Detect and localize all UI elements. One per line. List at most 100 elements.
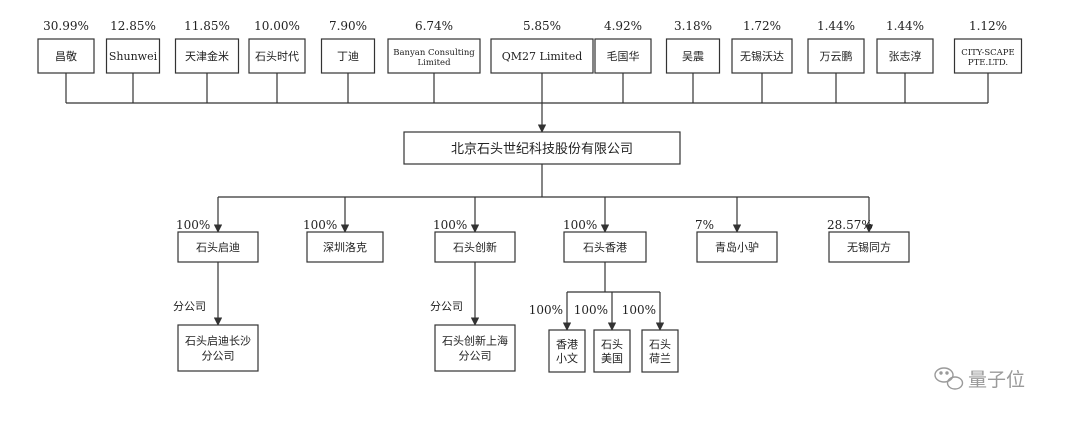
shareholder-percent: 1.44%	[817, 19, 855, 33]
subsidiary-box	[306, 231, 384, 263]
subsidiary-node: 100%深圳洛克	[303, 218, 384, 263]
shareholder-node: 1.44% 万云鹏	[807, 19, 865, 74]
shareholder-node: 11.85% 天津金米	[174, 19, 240, 74]
subsidiary-node: 7%青岛小驴	[695, 218, 778, 263]
hk-subsidiary-label: 石头	[601, 338, 623, 351]
shareholder-box	[490, 38, 594, 74]
shareholder-percent: 1.44%	[886, 19, 924, 33]
shareholder-node: 3.18% 吴震	[665, 19, 721, 74]
shareholder-box	[248, 38, 306, 74]
shareholder-box	[731, 38, 793, 74]
hk-subsidiary-box	[593, 329, 631, 373]
subsidiary-percent: 28.57%	[827, 218, 873, 232]
shareholder-label: 无锡沃达	[740, 49, 784, 63]
shareholder-box	[320, 38, 376, 74]
shareholder-node: 7.90% 丁迪	[320, 19, 376, 74]
shareholder-box	[665, 38, 721, 74]
branch-box	[434, 324, 516, 372]
branch-label: 分公司	[459, 350, 492, 363]
hk-subsidiary-label: 荷兰	[649, 352, 671, 365]
branch-box	[177, 324, 259, 372]
branch-label: 分公司	[173, 300, 206, 313]
subsidiary-box	[563, 231, 647, 263]
subsidiary-name: 石头创新	[453, 240, 497, 254]
shareholder-box	[37, 38, 95, 74]
company-name: 北京石头世纪科技股份有限公司	[451, 142, 633, 157]
subsidiary-percent: 100%	[176, 218, 210, 232]
shareholder-percent: 1.12%	[969, 19, 1007, 33]
shareholder-label: CITY-SCAPE	[961, 48, 1014, 58]
subsidiary-name: 青岛小驴	[715, 240, 759, 254]
shareholder-label: Limited	[417, 58, 451, 68]
shareholder-label: 昌敬	[55, 50, 77, 63]
shareholder-percent: 7.90%	[329, 19, 367, 33]
shareholder-percent: 10.00%	[254, 19, 300, 33]
shareholder-box	[387, 38, 481, 74]
subsidiary-box	[828, 231, 910, 263]
shareholder-box	[807, 38, 865, 74]
shareholder-node: 1.72% 无锡沃达	[731, 19, 793, 74]
subsidiary-node: 100%石头香港	[563, 218, 647, 263]
shareholder-percent: 11.85%	[184, 19, 230, 33]
subsidiary-percent: 100%	[433, 218, 467, 232]
subsidiary-percent: 100%	[563, 218, 597, 232]
shareholder-label: 吴震	[682, 50, 704, 63]
shareholder-node: 1.44% 张志淳	[876, 19, 934, 74]
watermark-text: 量子位	[968, 369, 1025, 391]
shareholder-label: 张志淳	[889, 49, 922, 63]
subsidiary-name: 深圳洛克	[323, 240, 367, 254]
subsidiary-node: 100% 石头启迪	[176, 218, 259, 263]
hk-subsidiary-percent: 100%	[622, 303, 656, 317]
shareholder-percent: 1.72%	[743, 19, 781, 33]
shareholder-label: 天津金米	[185, 49, 229, 63]
shareholder-box	[594, 38, 652, 74]
shareholder-label: 万云鹏	[820, 50, 853, 63]
shareholder-box	[174, 38, 240, 74]
shareholder-percent: 30.99%	[43, 19, 89, 33]
hk-subsidiary-box	[548, 329, 586, 373]
shareholder-box	[876, 38, 934, 74]
shareholder-label: 石头时代	[255, 50, 299, 63]
shareholder-node: 4.92% 毛国华	[594, 19, 652, 74]
shareholder-node: 30.99% 昌敬	[37, 19, 95, 74]
shareholder-node: 5.85%QM27 Limited	[490, 19, 594, 74]
branch-label: 分公司	[430, 300, 463, 313]
shareholder-label: 丁迪	[337, 50, 359, 63]
company-node: 北京石头世纪科技股份有限公司	[403, 131, 681, 165]
subsidiary-box	[177, 231, 259, 263]
shareholder-percent: 3.18%	[674, 19, 712, 33]
hk-subsidiary-percent: 100%	[574, 303, 608, 317]
shareholder-label: Banyan Consulting	[393, 48, 475, 58]
subsidiary-percent: 7%	[695, 218, 714, 232]
subsidiary-name: 石头启迪	[196, 241, 240, 254]
shareholder-box	[953, 38, 1023, 74]
shareholder-node: 10.00% 石头时代	[248, 19, 306, 74]
shareholder-label: PTE.LTD.	[968, 58, 1008, 68]
company-box	[403, 131, 681, 165]
watermark: 量子位	[934, 367, 1025, 391]
hk-subsidiary-box	[641, 329, 679, 373]
branch-label: 分公司	[202, 350, 235, 363]
branch-label: 石头创新上海	[442, 334, 508, 348]
shareholder-percent: 4.92%	[604, 19, 642, 33]
shareholder-node: 12.85%Shunwei	[105, 19, 161, 74]
subsidiary-node: 28.57%无锡同方	[827, 218, 910, 263]
shareholder-label: 毛国华	[607, 49, 640, 63]
hk-subsidiary-label: 美国	[601, 352, 623, 365]
shareholder-label: QM27 Limited	[502, 50, 583, 63]
branch-label: 石头启迪长沙	[185, 335, 251, 348]
subsidiary-box	[434, 231, 516, 263]
shareholder-percent: 6.74%	[415, 19, 453, 33]
hk-subsidiary-label: 香港	[556, 338, 578, 351]
shareholder-percent: 12.85%	[110, 19, 156, 33]
subsidiary-node: 100% 石头创新	[433, 218, 516, 263]
shareholder-box	[105, 38, 161, 74]
subsidiary-box	[696, 231, 778, 263]
